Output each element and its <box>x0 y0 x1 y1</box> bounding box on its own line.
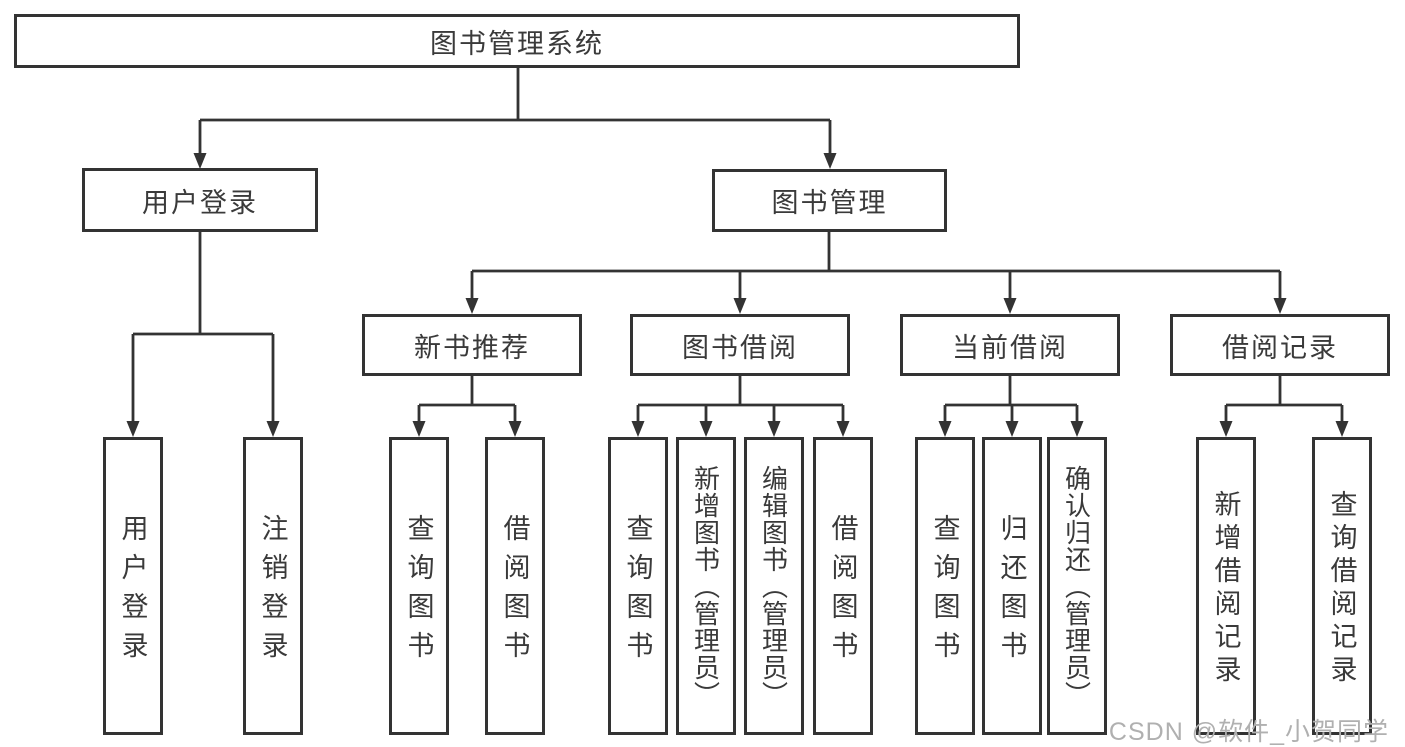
leaf-return-books: 归还图书 <box>982 437 1042 735</box>
leaf-logout: 注销登录 <box>243 437 303 735</box>
node-book-management-label: 图书管理 <box>771 188 888 218</box>
node-root-label: 图书管理系统 <box>430 28 604 59</box>
node-new-book-recommendation: 新书推荐 <box>362 314 582 376</box>
leaf-return-books-label: 归还图书 <box>996 514 1027 670</box>
node-user-login: 用户登录 <box>82 168 318 232</box>
node-book-borrowing-label: 图书借阅 <box>682 332 798 363</box>
leaf-query-books-1-label: 查询图书 <box>403 514 434 670</box>
leaf-edit-books-admin: 编辑图书（管理员） <box>744 437 804 735</box>
node-user-login-label: 用户登录 <box>142 187 258 218</box>
node-book-management: 图书管理 <box>712 169 947 232</box>
csdn-watermark: CSDN @软件_小贺同学 <box>1108 718 1389 746</box>
node-current-borrowing: 当前借阅 <box>900 314 1120 376</box>
leaf-user-login: 用户登录 <box>103 437 163 735</box>
node-borrowing-records-label: 借阅记录 <box>1222 332 1338 363</box>
node-borrowing-records: 借阅记录 <box>1170 314 1390 376</box>
leaf-query-books-3-label: 查询图书 <box>929 514 960 670</box>
leaf-query-books-2-label: 查询图书 <box>622 514 653 670</box>
node-current-borrowing-label: 当前借阅 <box>952 332 1068 363</box>
leaf-edit-books-admin-label: 编辑图书（管理员） <box>758 465 789 708</box>
leaf-add-books-admin: 新增图书（管理员） <box>676 437 736 735</box>
leaf-add-borrow-record-label: 新增借阅记录 <box>1210 490 1241 688</box>
leaf-confirm-return-admin-label: 确认归还（管理员） <box>1061 465 1092 708</box>
leaf-query-borrow-record: 查询借阅记录 <box>1312 437 1372 735</box>
leaf-user-login-label: 用户登录 <box>117 514 148 670</box>
leaf-borrow-books-2: 借阅图书 <box>813 437 873 735</box>
leaf-query-books-1: 查询图书 <box>389 437 449 735</box>
node-new-book-recommendation-label: 新书推荐 <box>414 332 530 363</box>
leaf-logout-label: 注销登录 <box>257 514 288 670</box>
leaf-borrow-books-1: 借阅图书 <box>485 437 545 735</box>
leaf-confirm-return-admin: 确认归还（管理员） <box>1047 437 1107 735</box>
node-root-system: 图书管理系统 <box>14 14 1020 68</box>
leaf-add-books-admin-label: 新增图书（管理员） <box>690 465 721 708</box>
node-book-borrowing: 图书借阅 <box>630 314 850 376</box>
leaf-add-borrow-record: 新增借阅记录 <box>1196 437 1256 735</box>
leaf-query-borrow-record-label: 查询借阅记录 <box>1326 490 1357 688</box>
leaf-borrow-books-2-label: 借阅图书 <box>827 514 858 670</box>
leaf-query-books-2: 查询图书 <box>608 437 668 735</box>
leaf-query-books-3: 查询图书 <box>915 437 975 735</box>
leaf-borrow-books-1-label: 借阅图书 <box>499 514 530 670</box>
